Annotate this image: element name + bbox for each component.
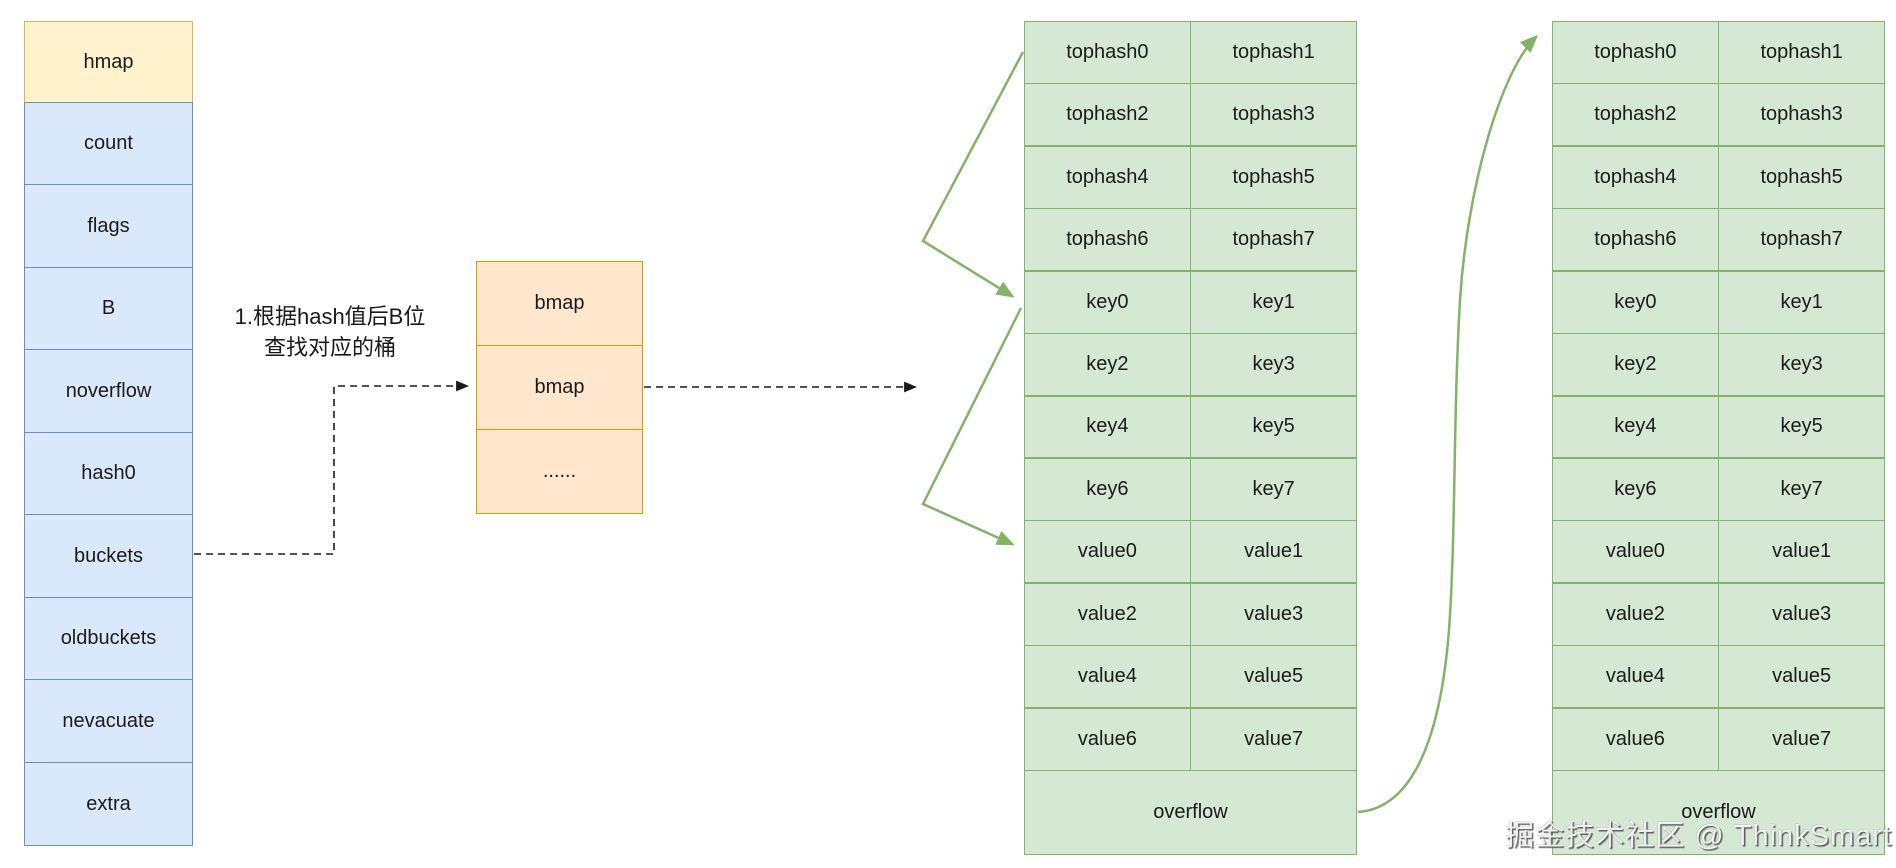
bucket-cell: value4: [1025, 646, 1190, 708]
bucket-cell: tophash5: [1719, 146, 1884, 208]
bucket-cell: tophash1: [1719, 22, 1884, 83]
bucket-cell: key4: [1553, 396, 1718, 458]
bucket-cell: key5: [1191, 396, 1356, 458]
bucket-cell: tophash6: [1025, 209, 1190, 271]
key-to-value-pointer: [921, 307, 1023, 546]
bucket-cell: value0: [1025, 521, 1190, 583]
bucket-cell: overflow: [1025, 771, 1356, 854]
bucket-cell: tophash0: [1025, 22, 1190, 83]
bmap-cell: ......: [476, 428, 643, 514]
bucket-cell: value6: [1553, 708, 1718, 770]
bucket-cell: tophash2: [1025, 84, 1190, 146]
bucket-cell: tophash4: [1553, 146, 1718, 208]
bucket-cell: key5: [1719, 396, 1884, 458]
bucket-cell: value7: [1191, 708, 1356, 770]
hmap-field-cell: oldbuckets: [24, 596, 193, 681]
bucket-cell: tophash1: [1191, 22, 1356, 83]
bucket-cell: value7: [1719, 708, 1884, 770]
bucket-cell: value3: [1719, 583, 1884, 645]
bucket-cell: key2: [1553, 334, 1718, 395]
bucket-cell: key4: [1025, 396, 1190, 458]
bucket-cell: value2: [1553, 583, 1718, 645]
bucket-cell: key6: [1025, 458, 1190, 520]
bucket-cell: key7: [1191, 458, 1356, 520]
bucket-cell: value0: [1553, 521, 1718, 583]
bucket-cell: value5: [1719, 646, 1884, 708]
watermark: 掘金技术社区 @ ThinkSmart: [1505, 820, 1892, 852]
bmap-cell: bmap: [476, 344, 643, 430]
hmap-field-cell: extra: [24, 762, 193, 847]
bucket-cell: key1: [1191, 271, 1356, 333]
bucket-cell: key3: [1191, 334, 1356, 395]
tophash-to-key-pointer: [921, 51, 1025, 298]
bucket-cell: key7: [1719, 458, 1884, 520]
bucket-cell: key6: [1553, 458, 1718, 520]
bucket-cell: key0: [1553, 271, 1718, 333]
bucket-cell: value2: [1025, 583, 1190, 645]
hmap-field-cell: flags: [24, 184, 193, 269]
hmap-field-cell: buckets: [24, 514, 193, 599]
hmap-header-cell: hmap: [24, 21, 193, 103]
hmap-field-cell: hash0: [24, 431, 193, 516]
hmap-field-cell: noverflow: [24, 349, 193, 434]
bucket-cell: tophash2: [1553, 84, 1718, 146]
hmap-field-cell: B: [24, 266, 193, 351]
bucket-cell: tophash3: [1191, 84, 1356, 146]
overflow-to-next-bucket-arrow: [1357, 34, 1539, 814]
bucket-cell: key2: [1025, 334, 1190, 395]
bucket-cell: tophash3: [1719, 84, 1884, 146]
bucket-cell: tophash6: [1553, 209, 1718, 271]
bucket-cell: value6: [1025, 708, 1190, 770]
bucket-cell: tophash0: [1553, 22, 1718, 83]
bucket-cell: tophash7: [1719, 209, 1884, 271]
bucket-cell: value3: [1191, 583, 1356, 645]
bucket-cell: value5: [1191, 646, 1356, 708]
bucket-cell: value1: [1719, 521, 1884, 583]
bucket-cell: key1: [1719, 271, 1884, 333]
bucket-cell: tophash5: [1191, 146, 1356, 208]
step-annotation-line2: 查找对应的桶: [263, 335, 396, 360]
bucket-cell: tophash7: [1191, 209, 1356, 271]
bucket-cell: tophash4: [1025, 146, 1190, 208]
bucket-cell: value1: [1191, 521, 1356, 583]
bucket-cell: key3: [1719, 334, 1884, 395]
bmap-cell: bmap: [476, 260, 643, 346]
bucket-cell: overflow: [1553, 771, 1884, 854]
hmap-field-cell: count: [24, 101, 193, 186]
step-annotation: 1.根据hash值后B位 查找对应的桶: [197, 301, 463, 363]
buckets-to-bmap-arrow: [194, 380, 470, 555]
step-annotation-line1: 1.根据hash值后B位: [234, 304, 426, 329]
bucket-cell: key0: [1025, 271, 1190, 333]
hmap-field-cell: nevacuate: [24, 679, 193, 764]
bucket-cell: value4: [1553, 646, 1718, 708]
